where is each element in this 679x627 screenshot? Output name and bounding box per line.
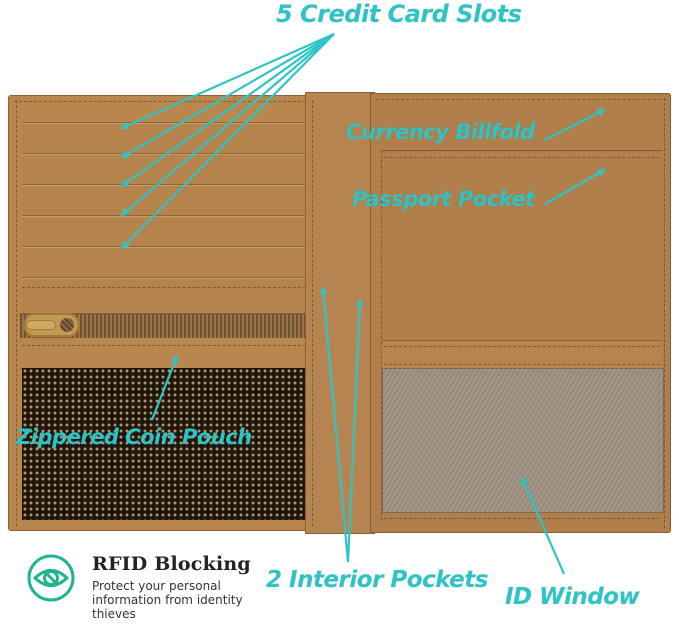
stitching <box>384 518 660 519</box>
label-zippered-coin-pouch: Zippered Coin Pouch <box>16 425 252 449</box>
label-currency-billfold: Currency Billfold <box>346 120 535 144</box>
stitching <box>384 157 660 158</box>
stitching <box>664 98 665 528</box>
card-slot-5 <box>22 246 308 277</box>
card-slot-4 <box>22 215 308 246</box>
rfid-title: RFID Blocking <box>92 553 251 575</box>
stitching <box>22 345 306 346</box>
wallet-spine-interior-pockets <box>305 92 375 534</box>
zipper-tab <box>26 320 56 330</box>
zipper-pull-hole <box>60 318 74 332</box>
stitching <box>14 101 306 102</box>
label-credit-card-slots: 5 Credit Card Slots <box>276 0 522 28</box>
stitching <box>376 99 666 100</box>
label-id-window: ID Window <box>505 584 640 610</box>
card-slot-2 <box>22 153 308 184</box>
stitching <box>22 287 306 288</box>
zip-flap <box>20 338 308 369</box>
label-passport-pocket: Passport Pocket <box>352 187 535 211</box>
card-slot-3 <box>22 184 308 215</box>
eye-slash-icon <box>26 553 76 603</box>
card-slot-1 <box>22 122 308 153</box>
billfold-edge <box>382 150 662 151</box>
stitching <box>312 100 313 526</box>
card-slot-base <box>22 277 308 312</box>
label-interior-pockets: 2 Interior Pockets <box>266 567 488 593</box>
stitching <box>384 346 660 347</box>
stitching <box>16 100 17 526</box>
stitching <box>381 150 382 520</box>
id-window <box>382 368 664 513</box>
rfid-description: Protect your personal information from i… <box>92 579 243 621</box>
stitching <box>384 364 660 365</box>
